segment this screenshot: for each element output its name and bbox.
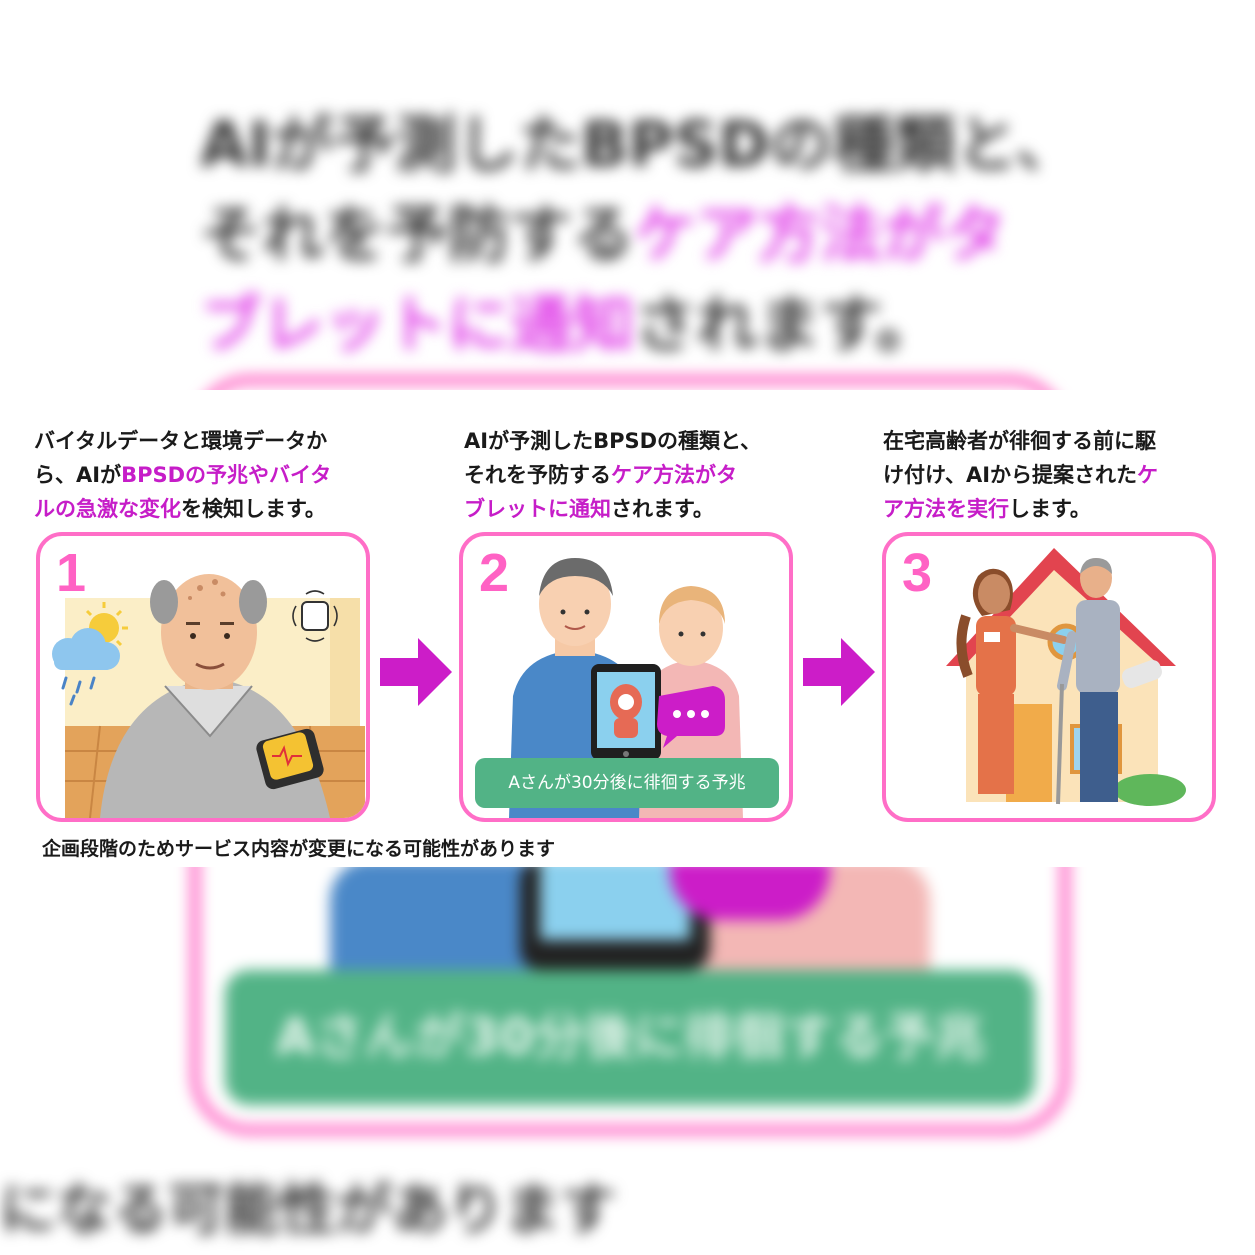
- nurse-head: [978, 574, 1010, 614]
- step3-panel: 3: [882, 532, 1216, 822]
- step3-line3b: します。: [1009, 497, 1091, 521]
- walking-cane-icon: [1056, 683, 1064, 805]
- rolled-paper: [1122, 660, 1162, 688]
- heartbeat-icon: [272, 745, 302, 767]
- step1-line2a: ら、AIが: [34, 463, 122, 487]
- step3-line3: ア方法を実行します。: [883, 492, 1158, 526]
- bg-banner: Aさんが30分後に徘徊する予兆: [225, 970, 1035, 1105]
- step3-text: 在宅高齢者が徘徊する前に駆 け付け、AIから提案されたケ ア方法を実行します。: [883, 424, 1158, 526]
- bg-title-line2b: ケア方法がタ: [634, 198, 1007, 271]
- step3-line2a: け付け、AIから提案された: [883, 463, 1138, 487]
- bg-speech-bubble: [670, 860, 830, 920]
- step2-text: AIが予測したBPSDの種類と、 それを予防するケア方法がタ ブレットに通知され…: [464, 424, 761, 526]
- step3-illustration: [946, 548, 1186, 806]
- step1-line2: ら、AIがBPSDの予兆やバイタ: [34, 458, 331, 492]
- step1-line3b: を検知します。: [181, 497, 326, 521]
- step2-line3a: ブレットに通知: [464, 497, 611, 521]
- notification-banner: Aさんが30分後に徘徊する予兆: [475, 758, 779, 808]
- nurse-pants: [978, 694, 1014, 794]
- step1-line3a: ルの急激な変化: [34, 497, 181, 521]
- bg-tablet-screen: [540, 860, 690, 940]
- staff-female-hair: [659, 586, 725, 624]
- step3-line1: 在宅高齢者が徘徊する前に駆: [883, 429, 1156, 453]
- disclaimer-note: 企画段階のためサービス内容が変更になる可能性があります: [42, 838, 556, 860]
- step3-number: 3: [902, 543, 933, 603]
- step3-line2b: ケ: [1137, 463, 1159, 487]
- step3-line2: け付け、AIから提案されたケ: [883, 458, 1158, 492]
- nurse-arm: [1010, 624, 1068, 644]
- staff-male-hair: [539, 558, 613, 596]
- step2-panel: 2 Aさんが30分後に徘徊する予兆: [459, 532, 793, 822]
- grandpa-head: [161, 574, 257, 690]
- grandpa-hair-left: [150, 580, 178, 624]
- arrow-icon-1: [380, 638, 452, 706]
- nurse-ponytail: [956, 614, 973, 678]
- step2-line1: AIが予測したBPSDの種類と、: [464, 429, 762, 453]
- step2-number: 2: [479, 543, 510, 603]
- smartwatch-icon: [262, 732, 314, 780]
- grandpa-collar: [164, 685, 253, 738]
- step3-line3a: ア方法を実行: [883, 497, 1009, 521]
- bg-footer: になる可能性があります: [0, 1178, 616, 1243]
- step1-illustration: [52, 574, 365, 818]
- staff-male-head: [539, 562, 611, 646]
- eyebrow-right: [220, 622, 234, 625]
- arrow-icon-2: [803, 638, 875, 706]
- step1-line1: バイタルデータと環境データか: [34, 429, 328, 453]
- step2-line3b: されます。: [611, 497, 714, 521]
- rain-drops: [61, 676, 96, 706]
- sensor-device-icon: [301, 601, 329, 631]
- bg-title-line2: それを予防するケア方法がタ: [200, 190, 1077, 280]
- step2-line2a: それを予防する: [464, 463, 611, 487]
- bg-title-line3b: されます。: [634, 288, 938, 361]
- mouth: [195, 662, 225, 670]
- room-wall-side: [330, 598, 360, 748]
- elder-shirt: [1076, 600, 1120, 694]
- bg-title-line3a: ブレットに通知: [200, 288, 635, 361]
- elder-pants: [1080, 692, 1118, 802]
- steps-card: バイタルデータと環境データか ら、AIがBPSDの予兆やバイタ ルの急激な変化を…: [0, 390, 1255, 867]
- bg-title-line3: ブレットに通知されます。: [200, 280, 1077, 370]
- step1-text: バイタルデータと環境データか ら、AIがBPSDの予兆やバイタ ルの急激な変化を…: [34, 424, 331, 526]
- signal-waves: [292, 590, 338, 642]
- bg-title-line1: AIが予測したBPSDの種類と、: [200, 108, 1078, 181]
- step1-panel: 1: [36, 532, 370, 822]
- eye-left: [190, 633, 196, 639]
- step1-number: 1: [56, 543, 87, 603]
- step1-line3: ルの急激な変化を検知します。: [34, 492, 331, 526]
- grandpa-hair-right: [239, 580, 267, 624]
- age-spots: [188, 579, 226, 600]
- bg-title-line2a: それを予防する: [200, 198, 635, 271]
- eyebrow-left: [186, 622, 200, 625]
- eye-right: [224, 633, 230, 639]
- step2-line3: ブレットに通知されます。: [464, 492, 761, 526]
- bg-title: AIが予測したBPSDの種類と、 それを予防するケア方法がタ ブレットに通知され…: [200, 100, 1077, 370]
- step2-line2b: ケア方法がタ: [611, 463, 737, 487]
- bush: [1114, 774, 1186, 806]
- staff-female-head: [659, 590, 723, 666]
- step2-line2: それを予防するケア方法がタ: [464, 458, 761, 492]
- step1-line2b: BPSDの予兆やバイタ: [121, 463, 332, 487]
- cloud-icon: [52, 628, 120, 670]
- sun-rays: [85, 602, 128, 647]
